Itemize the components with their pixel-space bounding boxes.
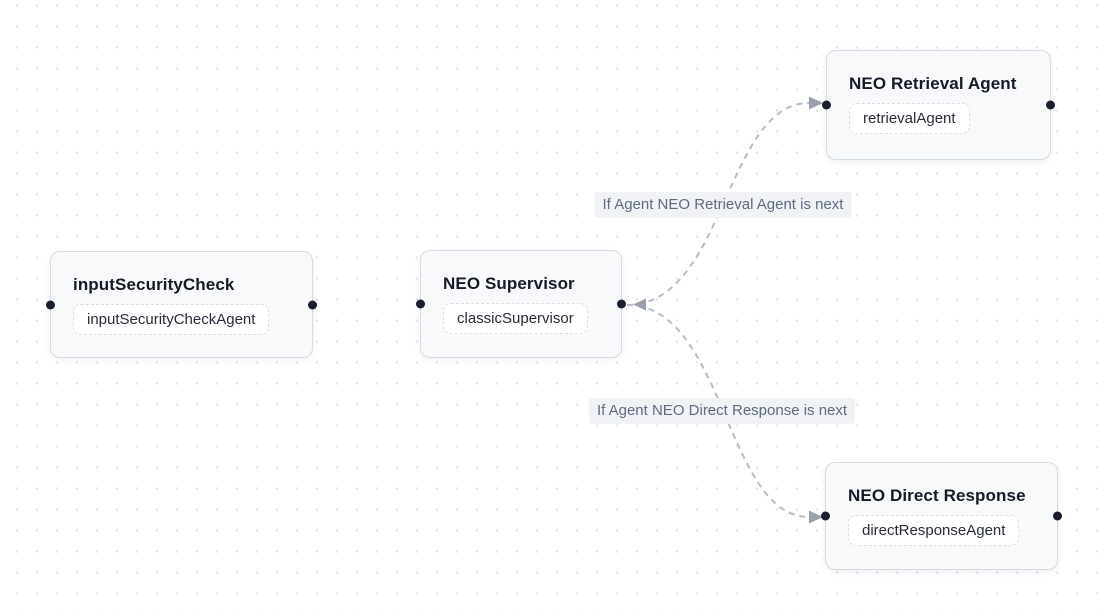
node-neo-retrieval-agent[interactable]: NEO Retrieval Agent retrievalAgent — [822, 50, 1055, 160]
target-handle[interactable] — [416, 299, 425, 309]
agent-chip: classicSupervisor — [443, 303, 588, 334]
node-title: NEO Retrieval Agent — [849, 74, 1017, 93]
source-arrowhead-icon — [633, 298, 646, 311]
source-handle[interactable] — [1053, 511, 1062, 521]
arrowhead-direct-response-icon — [809, 510, 823, 524]
target-handle[interactable] — [46, 300, 55, 309]
node-title: NEO Supervisor — [443, 274, 575, 293]
agent-chip: directResponseAgent — [848, 515, 1020, 546]
source-handle[interactable] — [617, 299, 626, 309]
node-neo-supervisor[interactable]: NEO Supervisor classicSupervisor — [416, 250, 626, 358]
node-title: NEO Direct Response — [848, 486, 1026, 505]
source-handle[interactable] — [1046, 100, 1055, 110]
edge-label-direct-response[interactable]: If Agent NEO Direct Response is next — [588, 397, 856, 425]
target-handle[interactable] — [821, 511, 830, 521]
agent-chip: retrievalAgent — [849, 103, 970, 134]
node-input-security-check[interactable]: inputSecurityCheck inputSecurityCheckAge… — [46, 251, 317, 358]
arrowhead-retrieval-icon — [809, 96, 823, 110]
source-handle[interactable] — [308, 300, 317, 309]
edge-path-direct-response[interactable] — [626, 304, 810, 518]
node-neo-direct-response[interactable]: NEO Direct Response directResponseAgent — [821, 462, 1062, 570]
edge-label-retrieval[interactable]: If Agent NEO Retrieval Agent is next — [594, 191, 852, 219]
agent-chip: inputSecurityCheckAgent — [73, 304, 270, 335]
node-title: inputSecurityCheck — [73, 275, 235, 294]
target-handle[interactable] — [822, 100, 831, 110]
